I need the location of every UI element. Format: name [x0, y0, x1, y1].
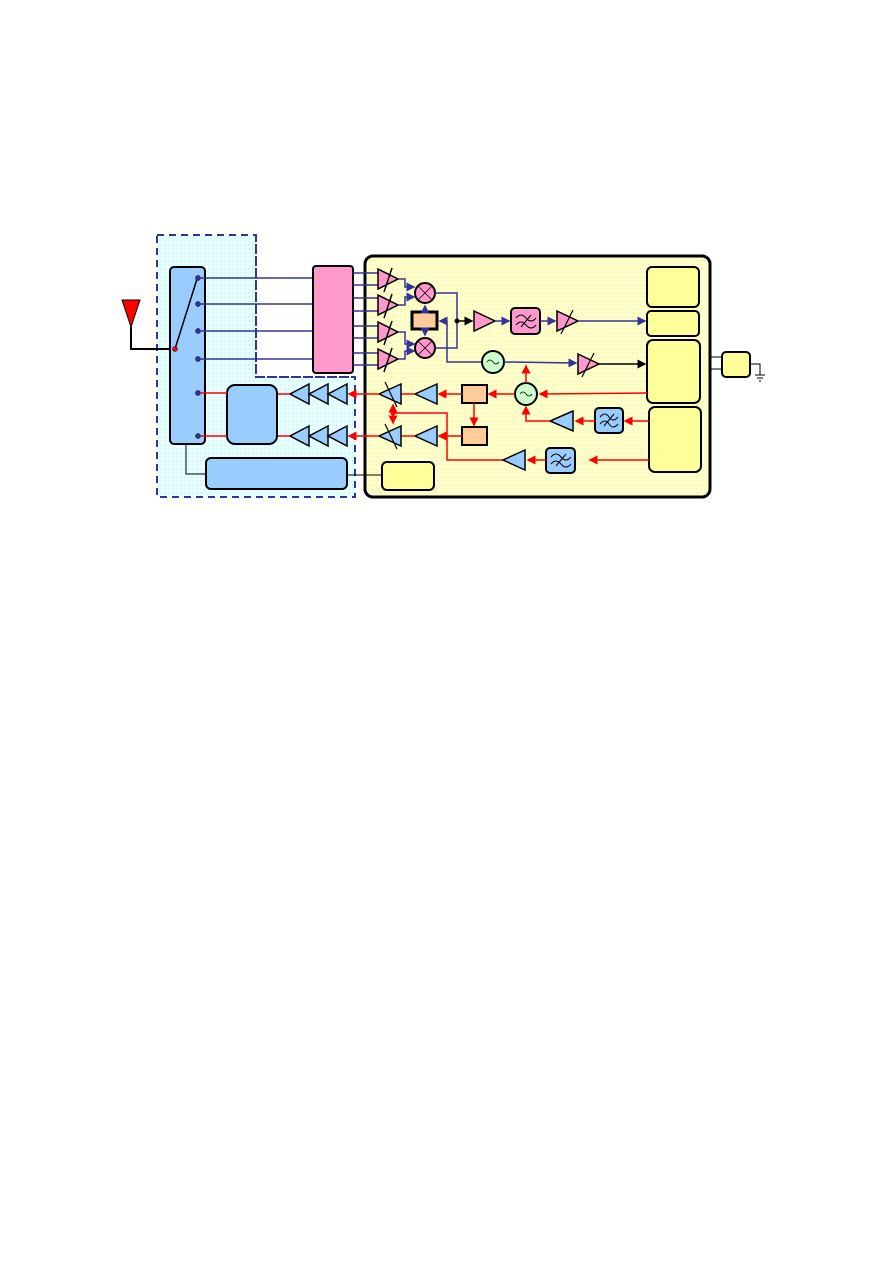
tx-control-amp-2 — [501, 448, 526, 472]
switch-control-line — [185, 444, 206, 475]
tx-harmonic-filter — [226, 384, 278, 445]
antenna-switch — [169, 266, 206, 445]
power-amplifier-2 — [288, 424, 348, 448]
rx-band-lines — [200, 277, 313, 360]
tx-buffer-1 — [413, 382, 438, 406]
switch-lever — [174, 278, 198, 350]
rx-lo-line — [438, 316, 482, 363]
power-amplifier-1 — [288, 382, 348, 406]
baseband-block-1 — [646, 266, 700, 308]
if-amplifier — [473, 309, 497, 333]
antenna-icon — [121, 299, 141, 329]
mixer-q — [414, 337, 436, 359]
tx-driver-1 — [377, 381, 402, 408]
if-filter — [510, 307, 541, 335]
switch-pivot — [172, 346, 178, 352]
baseband-block-4 — [648, 406, 702, 473]
rx-oscillator — [481, 350, 505, 374]
rx-saw-filter-bank — [312, 265, 354, 374]
tx-control-amp-1 — [548, 409, 574, 433]
tx-buffer-2 — [413, 424, 438, 448]
ground-icon — [750, 363, 765, 382]
tx-divider-2 — [461, 426, 488, 446]
tx-oscillator — [514, 382, 538, 406]
rx-quadrature-divider — [410, 310, 439, 331]
baseband-block-2 — [646, 310, 700, 337]
lna-group — [377, 267, 400, 373]
tx-driver-2 — [377, 423, 402, 450]
ref-buffer-amp — [577, 352, 601, 378]
tx-divider-1 — [461, 384, 488, 404]
baseband-block-3 — [646, 339, 701, 404]
antenna-feed — [130, 327, 175, 350]
control-block — [381, 461, 435, 491]
pa-control-block — [205, 457, 348, 490]
tx-filter-2 — [545, 447, 576, 474]
mixer-i — [414, 282, 436, 304]
rx-vga — [556, 309, 580, 335]
lna-to-mixer-lines — [398, 278, 416, 360]
tx-filter-1 — [594, 407, 624, 434]
lna-input-lines — [353, 272, 378, 366]
crystal-block — [721, 351, 751, 378]
crystal-connection — [710, 356, 722, 370]
switch-contacts — [195, 275, 201, 439]
